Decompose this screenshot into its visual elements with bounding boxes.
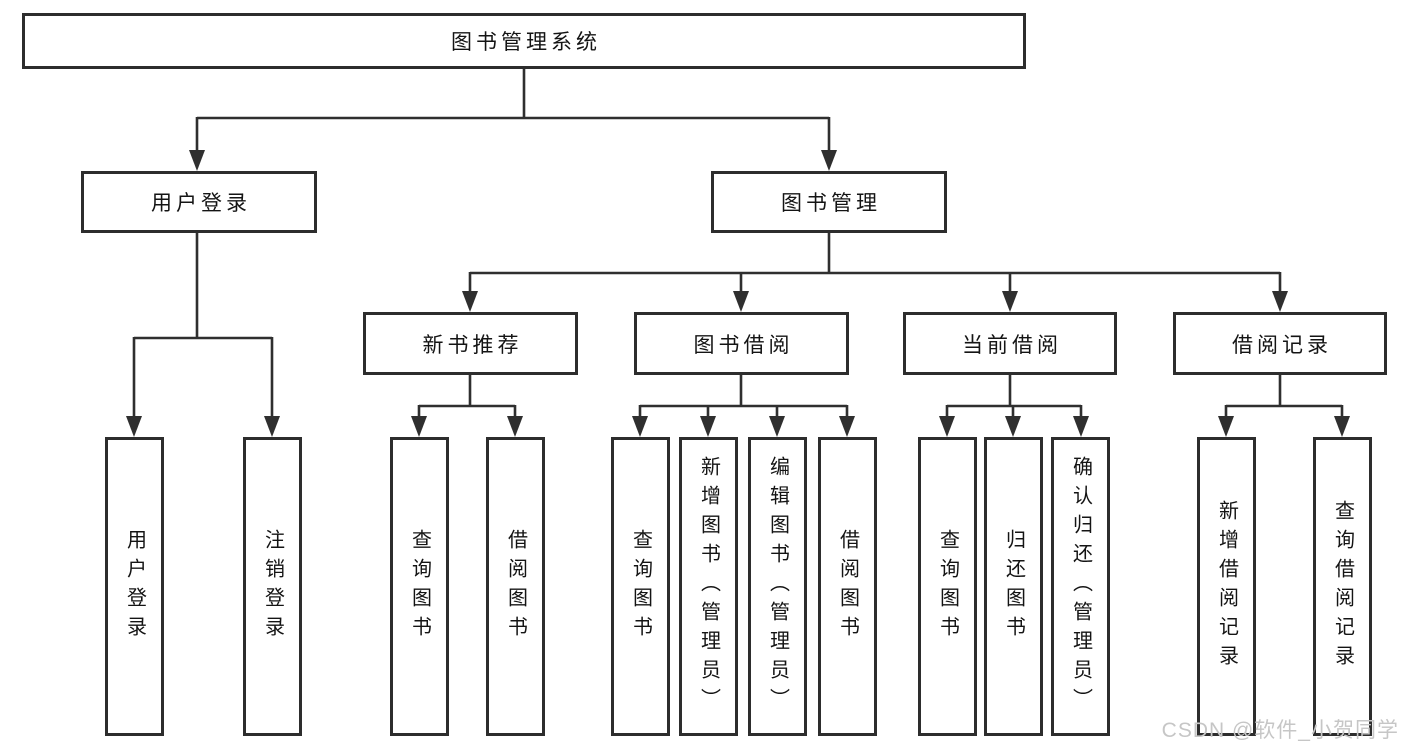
csdn-watermark: CSDN @软件_小贺同学 (1161, 719, 1399, 742)
leaf-label: 借阅图书 (836, 528, 859, 645)
leaf-return-books: 归还图书 (984, 437, 1043, 736)
leaf-query-books: 查询图书 (918, 437, 977, 736)
leaf-add-books-admin: 新增图书（管理员） (679, 437, 738, 736)
tree-edges (132, 69, 1344, 418)
node-label: 新书推荐 (422, 333, 523, 357)
node-new-book-recommend: 新书推荐 (363, 312, 578, 375)
leaf-query-books: 查询图书 (390, 437, 449, 736)
node-book-management: 图书管理 (711, 171, 947, 233)
leaf-label: 新增图书（管理员） (697, 456, 720, 717)
leaf-label: 借阅图书 (504, 528, 527, 645)
leaf-edit-books-admin: 编辑图书（管理员） (748, 437, 807, 736)
node-book-borrowing: 图书借阅 (634, 312, 849, 375)
arrowheads (126, 150, 1350, 437)
node-library-management-system: 图书管理系统 (22, 13, 1026, 69)
node-label: 图书管理 (781, 192, 881, 215)
leaf-label: 用户登录 (123, 528, 146, 645)
leaf-query-borrow-record: 查询借阅记录 (1313, 437, 1372, 736)
leaf-label: 确认归还（管理员） (1069, 456, 1092, 717)
leaf-label: 注销登录 (261, 528, 284, 645)
node-label: 借阅记录 (1232, 333, 1332, 357)
leaf-label: 查询借阅记录 (1331, 499, 1354, 674)
node-current-borrowing: 当前借阅 (903, 312, 1117, 375)
node-label: 图书管理系统 (451, 31, 601, 54)
leaf-label: 查询图书 (629, 528, 652, 645)
node-label: 用户登录 (151, 192, 251, 215)
leaf-borrow-books: 借阅图书 (818, 437, 877, 736)
leaf-add-borrow-record: 新增借阅记录 (1197, 437, 1256, 736)
leaf-label: 新增借阅记录 (1215, 499, 1238, 674)
node-user-login: 用户登录 (81, 171, 317, 233)
leaf-label: 归还图书 (1002, 528, 1025, 645)
leaf-user-login: 用户登录 (105, 437, 164, 736)
node-borrowing-records: 借阅记录 (1173, 312, 1387, 375)
leaf-label: 编辑图书（管理员） (766, 456, 789, 717)
node-label: 图书借阅 (693, 333, 794, 357)
leaf-query-books: 查询图书 (611, 437, 670, 736)
leaf-label: 查询图书 (936, 528, 959, 645)
leaf-confirm-return-admin: 确认归还（管理员） (1051, 437, 1110, 736)
leaf-logout: 注销登录 (243, 437, 302, 736)
leaf-borrow-books: 借阅图书 (486, 437, 545, 736)
node-label: 当前借阅 (962, 333, 1062, 357)
leaf-label: 查询图书 (408, 528, 431, 645)
